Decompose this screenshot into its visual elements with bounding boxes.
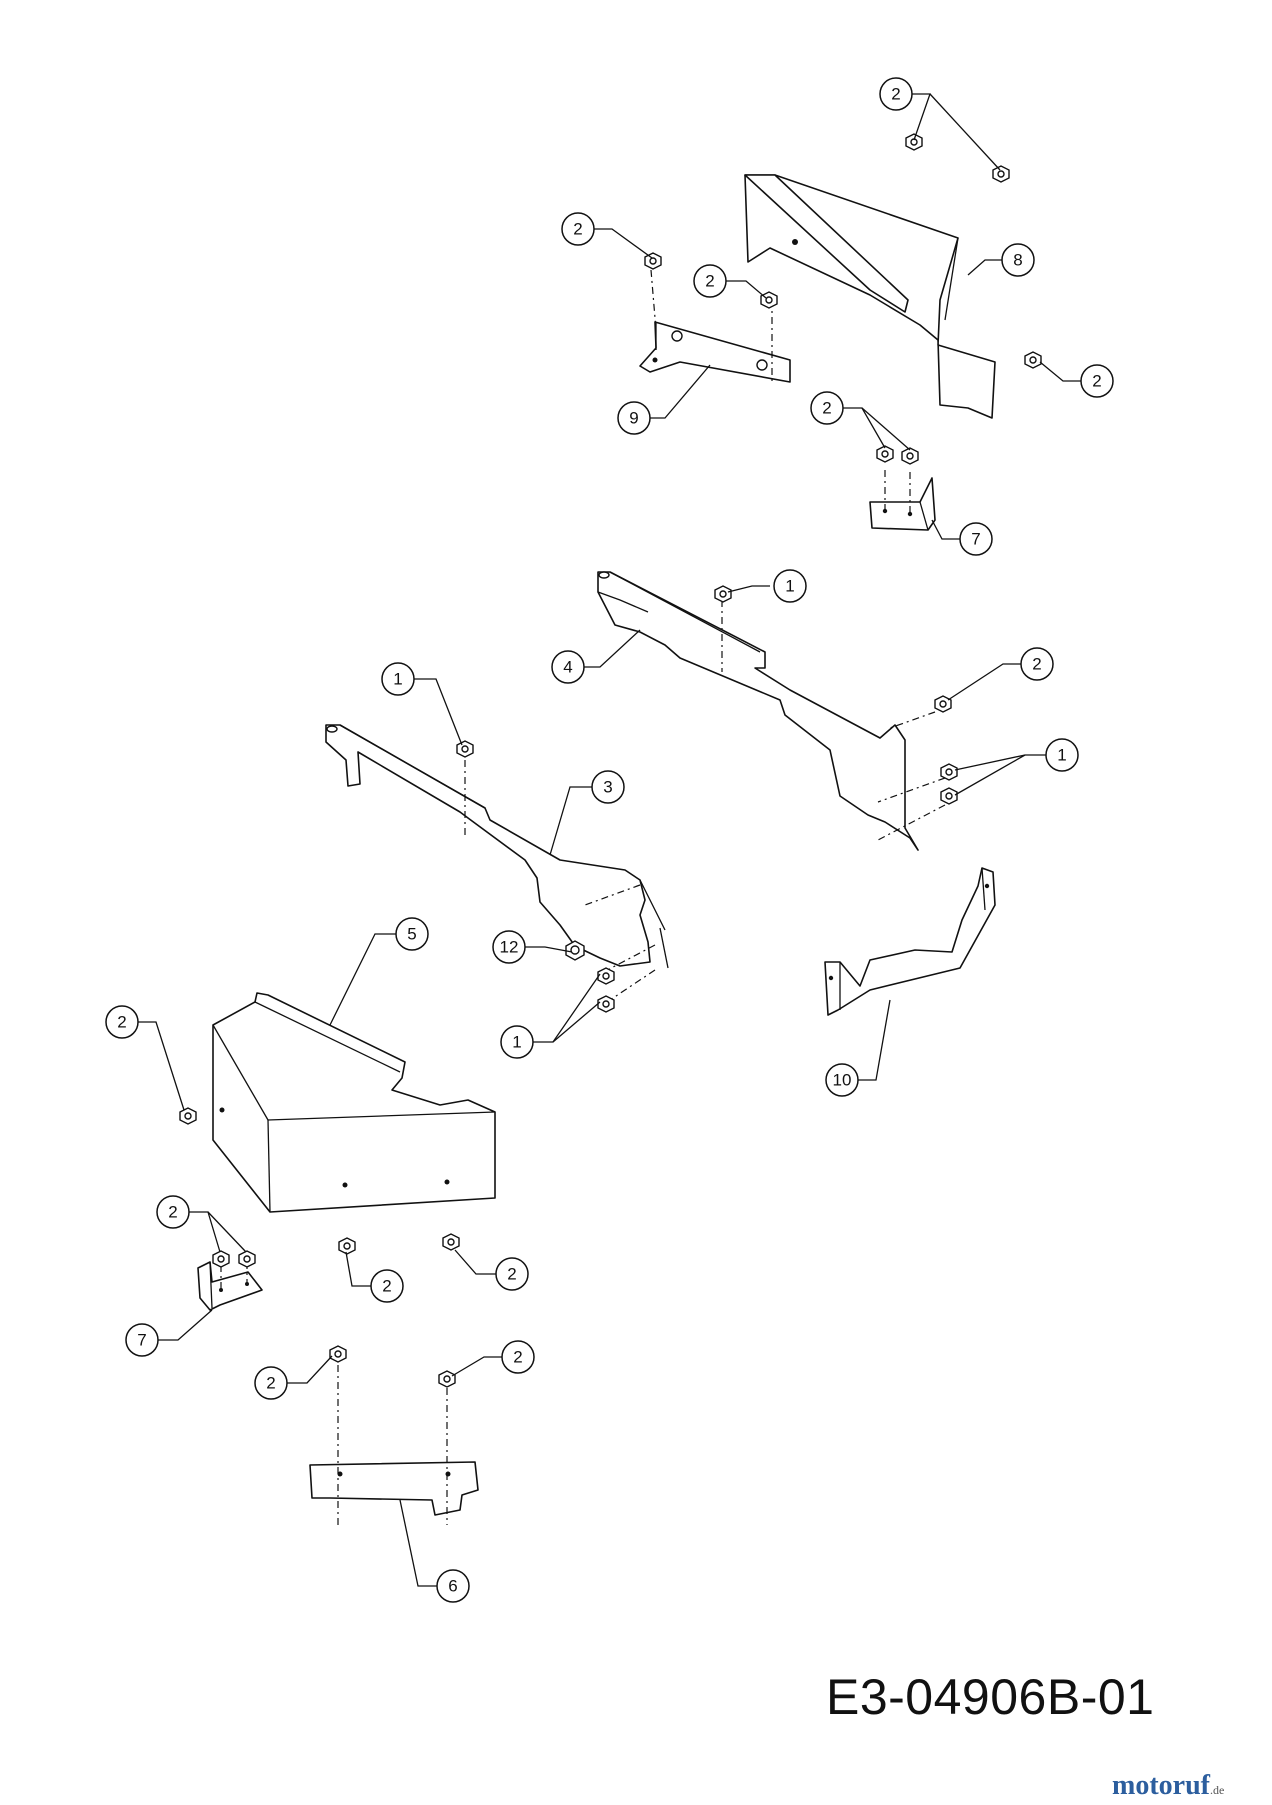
callout-item-2[interactable]: 2 bbox=[156, 1195, 190, 1229]
callout-item-10[interactable]: 10 bbox=[825, 1063, 859, 1097]
part-7-angle-bracket-top bbox=[869, 477, 936, 531]
svg-text:12: 12 bbox=[500, 938, 519, 957]
bolt-icon bbox=[940, 763, 958, 781]
bolt-icon bbox=[565, 940, 585, 961]
callout-item-2[interactable]: 2 bbox=[561, 212, 595, 246]
svg-text:5: 5 bbox=[407, 925, 416, 944]
bolt-icon bbox=[714, 585, 732, 603]
callout-item-1[interactable]: 1 bbox=[773, 569, 807, 603]
callout-item-2[interactable]: 2 bbox=[501, 1340, 535, 1374]
callout-item-2[interactable]: 2 bbox=[105, 1005, 139, 1039]
svg-text:2: 2 bbox=[513, 1348, 522, 1367]
leader-lines bbox=[138, 93, 1081, 1587]
svg-text:4: 4 bbox=[563, 658, 572, 677]
callout-item-8[interactable]: 8 bbox=[1001, 243, 1035, 277]
bolt-icon bbox=[212, 1250, 230, 1268]
part-8-shield bbox=[744, 174, 996, 419]
svg-text:1: 1 bbox=[1057, 746, 1066, 765]
bolt-icon bbox=[597, 967, 615, 985]
callout-item-9[interactable]: 9 bbox=[617, 401, 651, 435]
svg-text:7: 7 bbox=[137, 1331, 146, 1350]
part-3-rail bbox=[325, 724, 669, 969]
svg-text:2: 2 bbox=[168, 1203, 177, 1222]
bolt-icon bbox=[338, 1237, 356, 1255]
callout-item-4[interactable]: 4 bbox=[551, 650, 585, 684]
svg-text:2: 2 bbox=[891, 85, 900, 104]
callout-item-1[interactable]: 1 bbox=[381, 662, 415, 696]
bolt-icon bbox=[238, 1250, 256, 1268]
svg-text:6: 6 bbox=[448, 1577, 457, 1596]
part-7-angle-bracket-bottom bbox=[197, 1261, 263, 1311]
callout-item-2[interactable]: 2 bbox=[1020, 647, 1054, 681]
svg-text:2: 2 bbox=[822, 399, 831, 418]
svg-text:1: 1 bbox=[785, 577, 794, 596]
bolt-icon bbox=[940, 787, 958, 805]
callout-bubbles: 2 2 2 8 2 9 2 7 1 4 2 1 1 3 5 12 1 10 2 … bbox=[105, 77, 1114, 1603]
bolt-icon bbox=[760, 291, 778, 309]
callout-item-3[interactable]: 3 bbox=[591, 770, 625, 804]
svg-text:3: 3 bbox=[603, 778, 612, 797]
callout-item-12[interactable]: 12 bbox=[492, 930, 526, 964]
part-6-plate bbox=[309, 1461, 479, 1516]
callout-item-2[interactable]: 2 bbox=[693, 264, 727, 298]
callout-item-7[interactable]: 7 bbox=[959, 522, 993, 556]
part-10-bracket bbox=[824, 867, 996, 1016]
svg-text:9: 9 bbox=[629, 409, 638, 428]
svg-text:2: 2 bbox=[1092, 372, 1101, 391]
bolt-icon bbox=[442, 1233, 460, 1251]
callout-item-2[interactable]: 2 bbox=[370, 1269, 404, 1303]
callout-item-1[interactable]: 1 bbox=[1045, 738, 1079, 772]
fasteners bbox=[179, 133, 1042, 1388]
callout-item-2[interactable]: 2 bbox=[254, 1366, 288, 1400]
part-4-rail bbox=[597, 571, 919, 851]
callout-item-5[interactable]: 5 bbox=[395, 917, 429, 951]
watermark-suffix: .de bbox=[1209, 1783, 1225, 1797]
svg-text:2: 2 bbox=[573, 220, 582, 239]
bolt-icon bbox=[992, 165, 1010, 183]
bolt-icon bbox=[905, 133, 923, 151]
callout-item-6[interactable]: 6 bbox=[436, 1569, 470, 1603]
callout-item-2[interactable]: 2 bbox=[1080, 364, 1114, 398]
callout-item-7[interactable]: 7 bbox=[125, 1323, 159, 1357]
callout-item-2[interactable]: 2 bbox=[879, 77, 913, 111]
svg-text:10: 10 bbox=[833, 1071, 852, 1090]
bolt-icon bbox=[1024, 351, 1042, 369]
svg-text:2: 2 bbox=[705, 272, 714, 291]
watermark-text: motoruf bbox=[1112, 1770, 1210, 1801]
svg-text:2: 2 bbox=[507, 1265, 516, 1284]
drawing-number: E3-04906B-01 bbox=[826, 1669, 1155, 1725]
svg-text:8: 8 bbox=[1013, 251, 1022, 270]
bolt-icon bbox=[901, 447, 919, 465]
svg-text:1: 1 bbox=[393, 670, 402, 689]
svg-text:2: 2 bbox=[1032, 655, 1041, 674]
callout-item-1[interactable]: 1 bbox=[500, 1025, 534, 1059]
svg-text:1: 1 bbox=[512, 1033, 521, 1052]
bolt-icon bbox=[876, 445, 894, 463]
bolt-icon bbox=[438, 1370, 456, 1388]
svg-text:2: 2 bbox=[382, 1277, 391, 1296]
bolt-icon bbox=[456, 740, 474, 758]
svg-text:7: 7 bbox=[971, 530, 980, 549]
bolt-icon bbox=[179, 1107, 197, 1125]
part-5-shield bbox=[212, 992, 496, 1213]
watermark-logo: motoruf.de bbox=[1112, 1770, 1224, 1802]
part-9-bracket bbox=[639, 321, 791, 383]
bolt-icon bbox=[934, 695, 952, 713]
svg-text:2: 2 bbox=[117, 1013, 126, 1032]
svg-text:2: 2 bbox=[266, 1374, 275, 1393]
bolt-icon bbox=[329, 1345, 347, 1363]
callout-item-2[interactable]: 2 bbox=[810, 391, 844, 425]
callout-item-2[interactable]: 2 bbox=[495, 1257, 529, 1291]
bolt-icon bbox=[597, 995, 615, 1013]
bolt-icon bbox=[644, 252, 662, 270]
